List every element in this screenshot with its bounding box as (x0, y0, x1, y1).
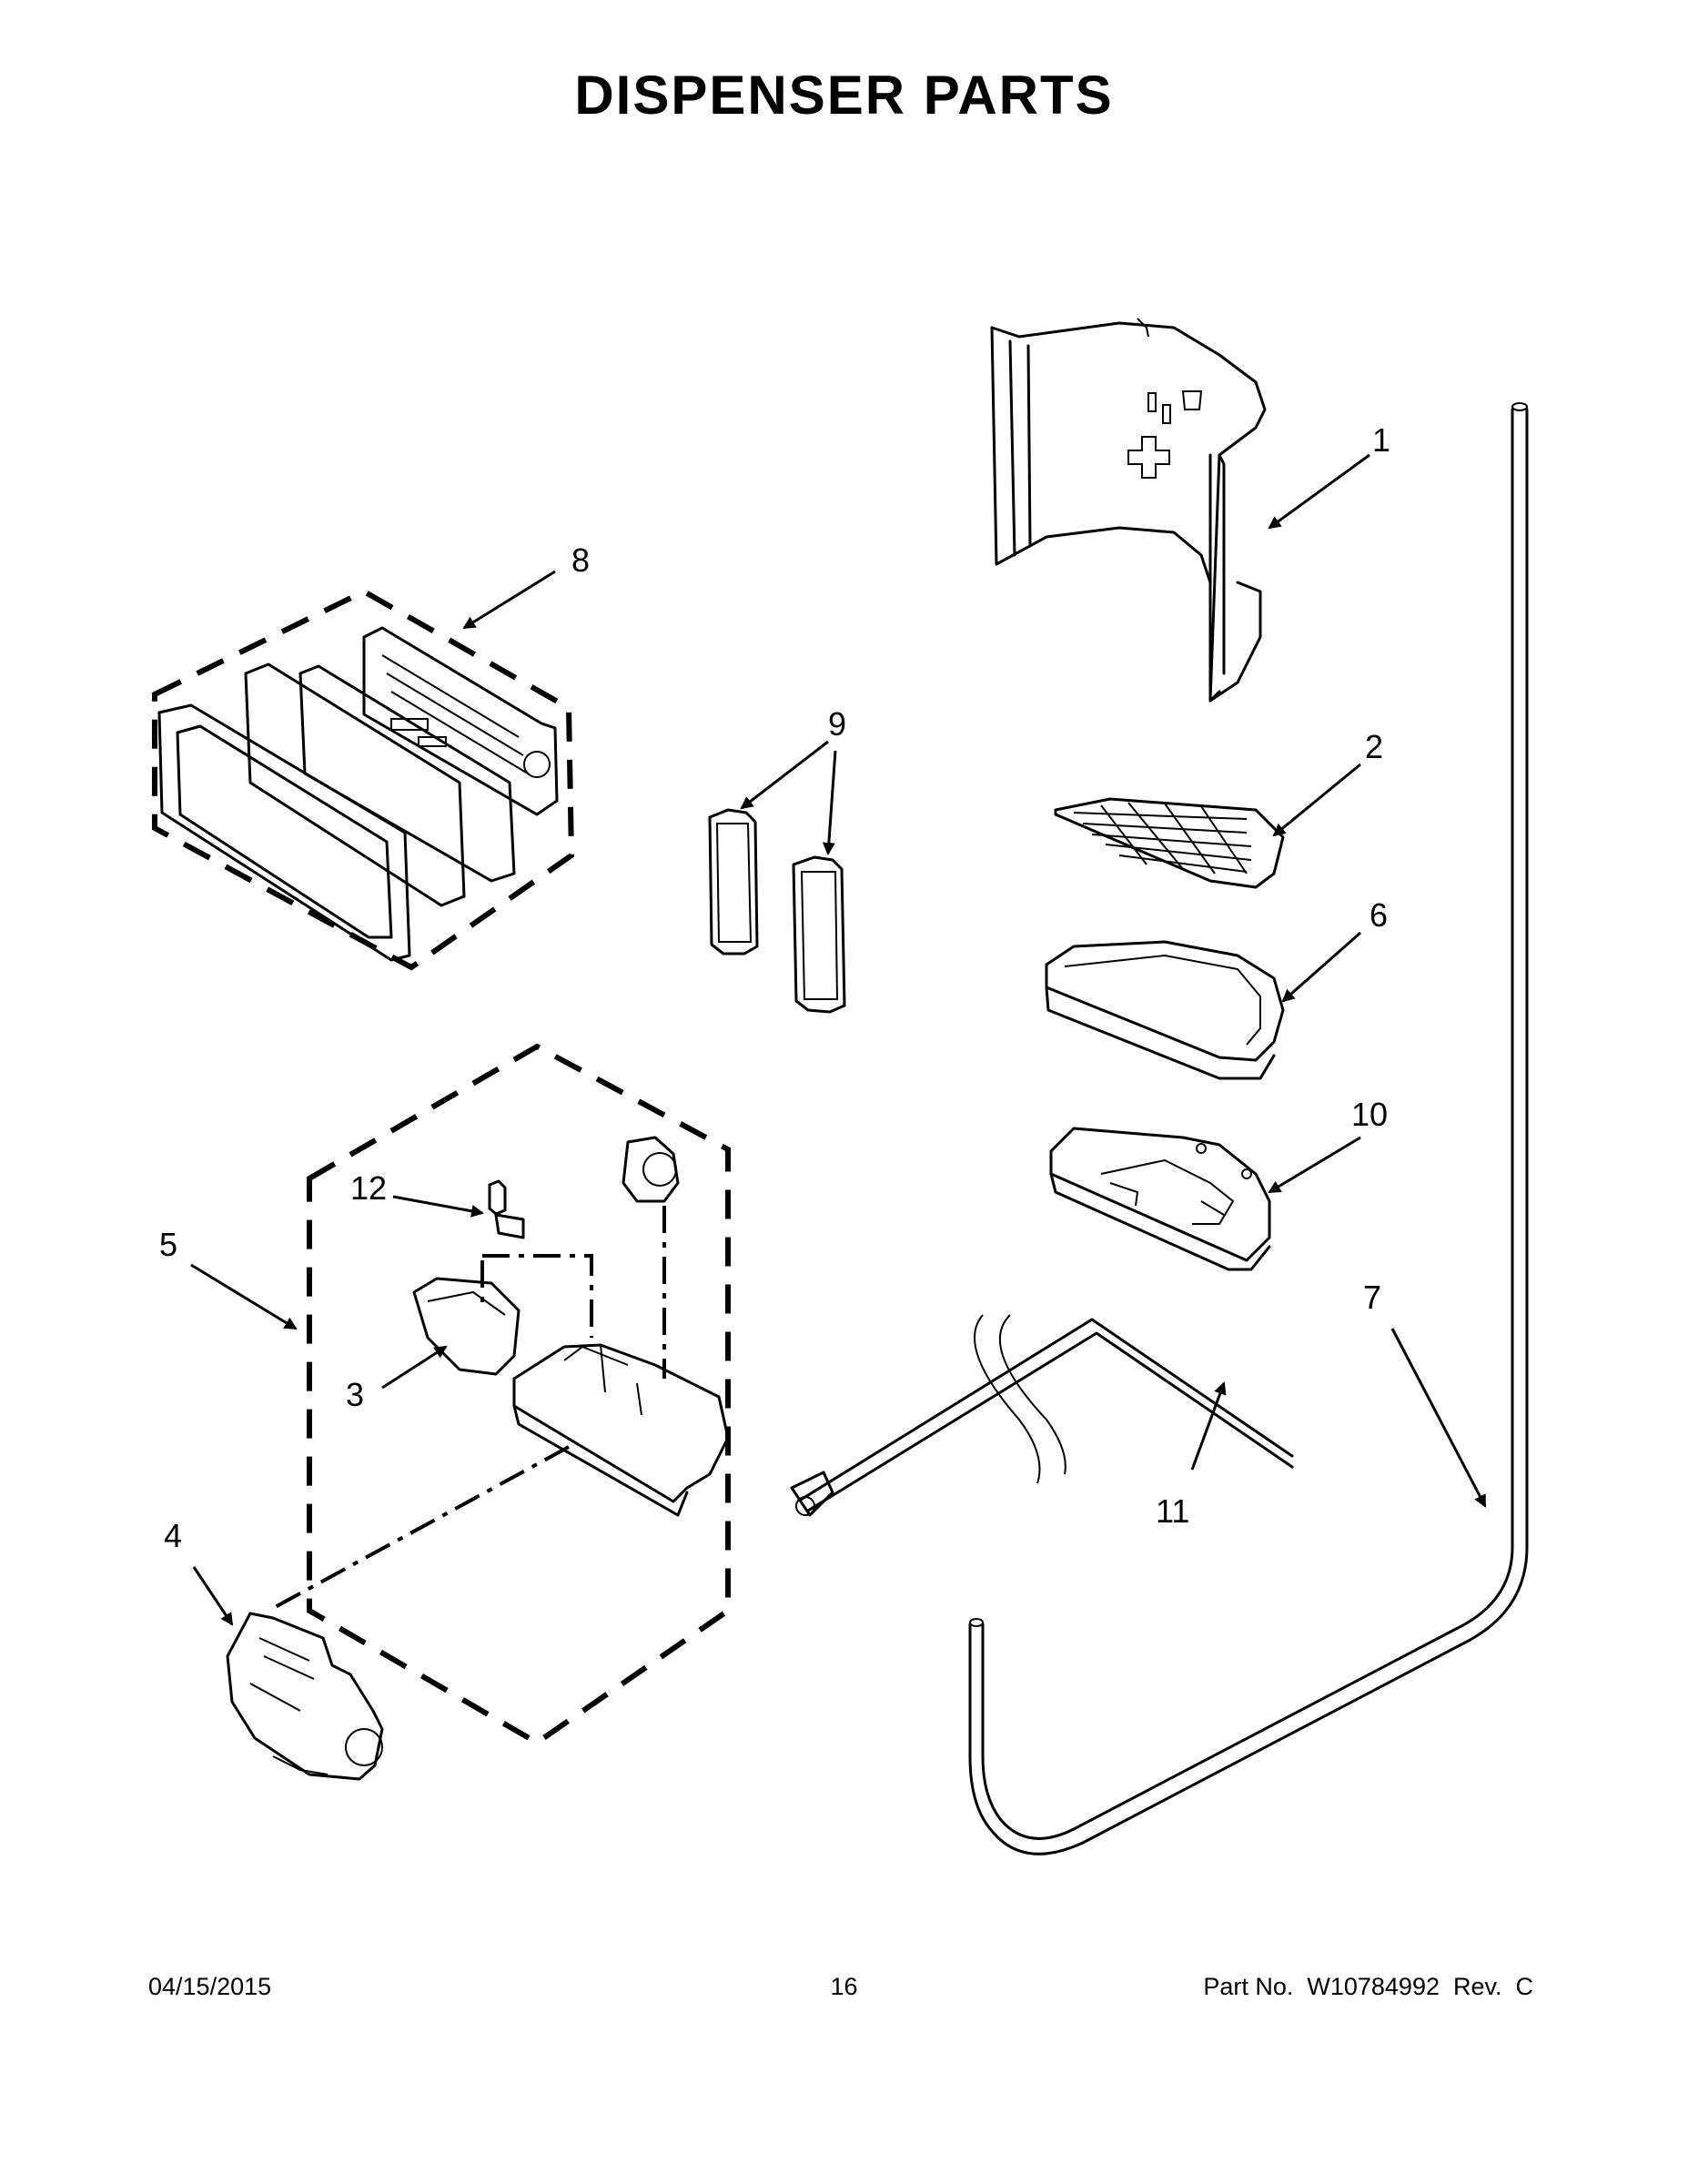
callout-11: 11 (1156, 1492, 1189, 1530)
callout-7: 7 (1363, 1279, 1381, 1316)
leader-arrows (190, 453, 1487, 1626)
callout-1: 1 (1372, 421, 1390, 459)
part-5-dispenser-group (268, 1043, 731, 1746)
part-1-housing (990, 318, 1267, 703)
part-4-actuator (226, 1612, 384, 1781)
callout-5: 5 (159, 1226, 177, 1263)
part-2-grille (1054, 797, 1285, 889)
part-10-tray-bracket (1049, 1127, 1271, 1271)
callout-3: 3 (346, 1376, 364, 1413)
callout-8: 8 (571, 541, 590, 579)
footer-part-number: Part No. W10784992 Rev. C (1203, 1973, 1533, 2000)
part-11-tube (790, 1314, 1294, 1517)
page-title: DISPENSER PARTS (574, 65, 1114, 126)
callout-10: 10 (1351, 1096, 1388, 1133)
part-7-tubing (968, 402, 1529, 1855)
part-9-paddles (708, 808, 846, 1014)
footer-date: 04/15/2015 (148, 1973, 272, 2000)
callout-labels: 1 2 3 4 5 6 7 8 9 10 11 12 (159, 421, 1390, 1554)
callout-4: 4 (164, 1517, 182, 1554)
callout-2: 2 (1365, 728, 1383, 765)
callout-12: 12 (350, 1169, 387, 1207)
callout-9: 9 (828, 705, 846, 743)
footer-page-number: 16 (830, 1973, 858, 2000)
part-6-drip-tray (1045, 940, 1285, 1080)
callout-6: 6 (1370, 896, 1388, 934)
part-8-control-assembly (152, 588, 575, 971)
